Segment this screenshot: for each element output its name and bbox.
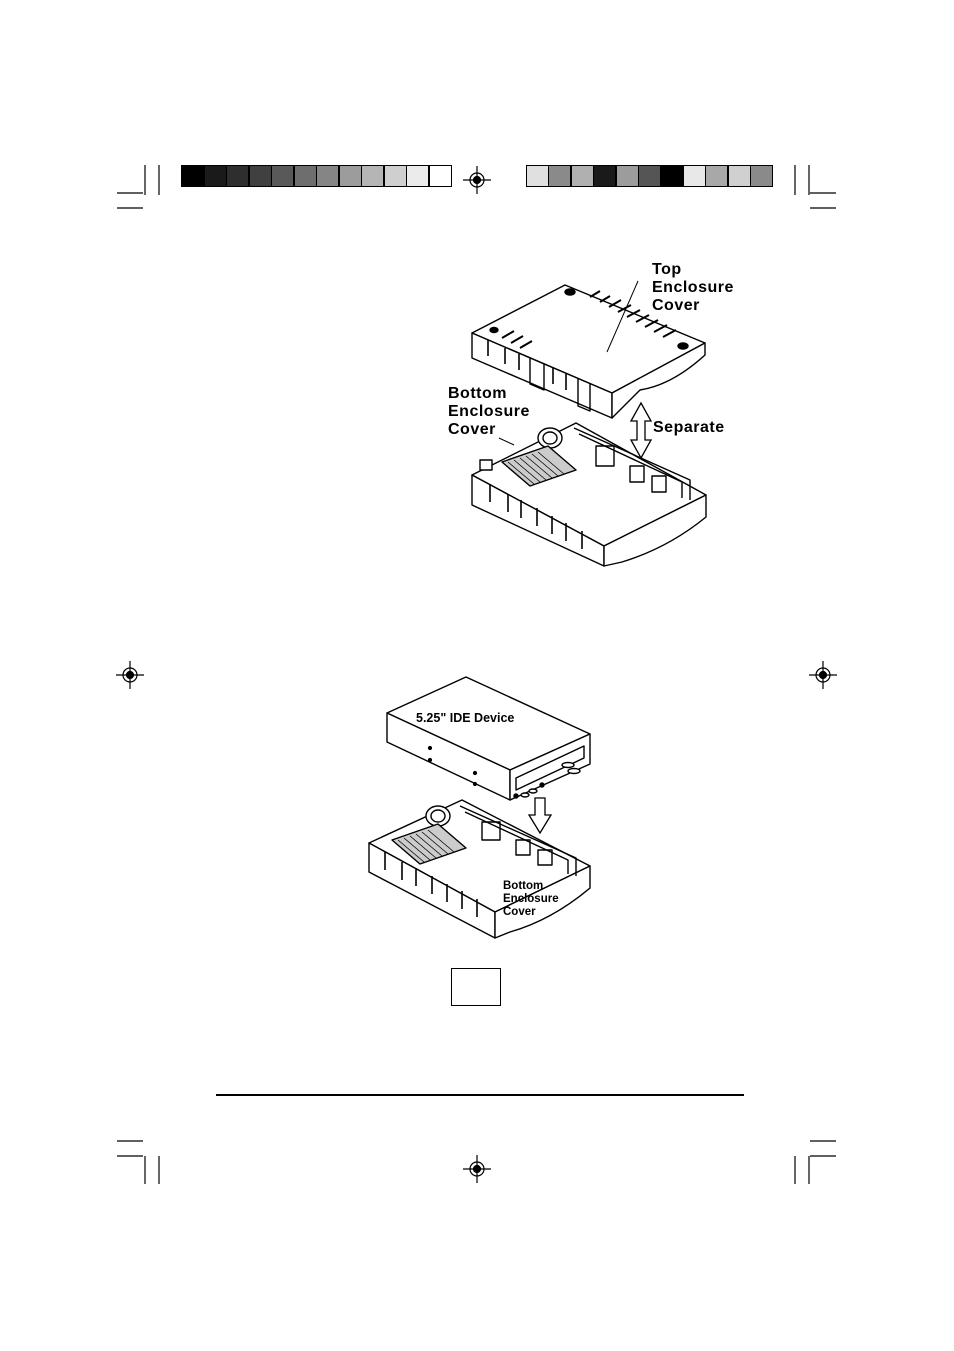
bottom-cover-2-label-line3: Cover <box>503 906 536 918</box>
bottom-enclosure-cover-drawing-2 <box>368 799 591 939</box>
page-number-box <box>451 968 501 1006</box>
bottom-cover-label-line2: Enclosure <box>448 403 530 420</box>
bottom-cover-2-label-line1: Bottom <box>503 880 544 892</box>
registration-mark-left <box>116 661 144 689</box>
registration-mark-bottom <box>463 1155 491 1183</box>
insert-arrow <box>527 797 553 835</box>
separate-label: Separate <box>653 419 725 436</box>
bottom-cover-label-line3: Cover <box>448 421 496 438</box>
registration-mark-top <box>463 166 491 194</box>
calibration-swatch <box>428 165 452 187</box>
top-cover-label-line1: Top <box>652 261 682 278</box>
ide-device-drawing <box>386 676 591 801</box>
bottom-cover-label-line1: Bottom <box>448 385 507 402</box>
ide-device-label: 5.25" IDE Device <box>416 711 515 725</box>
calibration-swatch <box>750 165 773 187</box>
footer-rule <box>216 1094 744 1096</box>
bottom-cover-2-label-line2: Enclosure <box>503 893 559 905</box>
top-enclosure-cover-drawing <box>471 280 706 419</box>
bottom-enclosure-cover-drawing <box>471 422 707 567</box>
top-cover-label-line3: Cover <box>652 297 700 314</box>
separate-arrow <box>629 401 653 460</box>
registration-mark-right <box>809 661 837 689</box>
top-cover-label-line2: Enclosure <box>652 279 734 296</box>
